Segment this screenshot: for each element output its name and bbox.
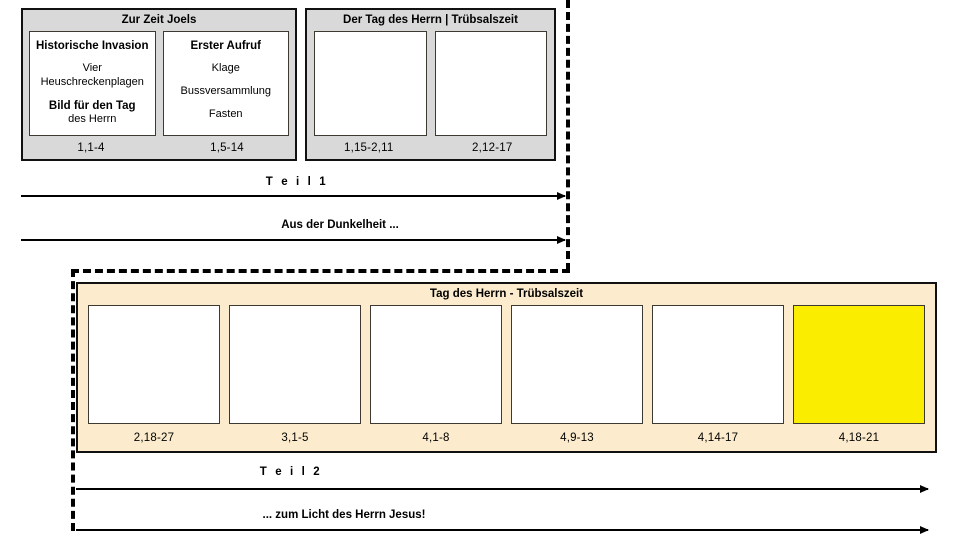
card-line-title: Erster Aufruf (190, 40, 262, 52)
card-line-subtitle-cont: des Herrn (68, 113, 117, 126)
card-empty (88, 305, 220, 424)
card-empty (229, 305, 361, 424)
card-line-detail: Bussversammlung (180, 85, 271, 98)
card-empty (314, 31, 427, 136)
panel-zur-zeit-joels-body: Historische Invasion Vier Heuschreckenpl… (23, 31, 295, 136)
panel-der-tag-des-herrn-footer: 1,15-2,11 2,12-17 (307, 136, 554, 159)
panel-zur-zeit-joels-header: Zur Zeit Joels (121, 14, 197, 27)
arrow-teil-1 (21, 191, 566, 200)
panel-der-tag-des-herrn-body (307, 31, 554, 136)
card-line-subtitle: Bild für den Tag (48, 99, 136, 112)
reference-label: 2,12-17 (472, 141, 513, 154)
dashed-connector-left-vertical (71, 269, 75, 531)
card-erster-aufruf: Erster Aufruf Klage Bussversammlung Fast… (162, 31, 289, 136)
arrow-label-aus-der-dunkelheit: Aus der Dunkelheit ... (281, 219, 399, 231)
reference-label: 4,14-17 (697, 431, 739, 444)
arrow-label-teil-2: T e i l 2 (259, 466, 323, 478)
arrow-teil-2 (76, 484, 929, 493)
card-empty (370, 305, 502, 424)
panel-der-tag-des-herrn: Der Tag des Herrn | Trübsalszeit 1,15-2,… (305, 8, 556, 161)
card-empty (434, 31, 547, 136)
card-line-detail: Fasten (208, 107, 243, 120)
card-empty (511, 305, 643, 424)
reference-label: 4,9-13 (560, 431, 594, 444)
card-line-title: Historische Invasion (36, 40, 149, 52)
panel-zur-zeit-joels-footer: 1,1-4 1,5-14 (23, 136, 295, 159)
dashed-connector-horizontal (71, 269, 570, 273)
reference-label: 1,5-14 (210, 141, 244, 154)
arrow-label-zum-licht: ... zum Licht des Herrn Jesus! (262, 509, 426, 521)
reference-label: 1,15-2,11 (343, 141, 394, 154)
card-line-detail: Vier Heuschreckenplagen (40, 62, 144, 89)
panel-der-tag-des-herrn-header: Der Tag des Herrn | Trübsalszeit (343, 14, 518, 27)
reference-label: 1,1-4 (77, 141, 105, 154)
panel-tag-des-herrn-truebsalszeit: Tag des Herrn - Trübsalszeit 2,18-27 3,1… (76, 282, 937, 453)
card-highlighted (793, 305, 925, 424)
reference-label: 4,1-8 (422, 431, 450, 444)
card-empty (652, 305, 784, 424)
card-line-detail: Klage (211, 62, 240, 75)
reference-label: 4,18-21 (838, 431, 880, 444)
panel-tag-des-herrn-truebsalszeit-footer: 2,18-27 3,1-5 4,1-8 4,9-13 4,14-17 4,18-… (78, 424, 935, 451)
panel-tag-des-herrn-truebsalszeit-body (78, 305, 935, 424)
dashed-connector-right-vertical (566, 0, 570, 271)
arrow-aus-der-dunkelheit (21, 235, 566, 244)
arrow-zum-licht (76, 525, 929, 534)
arrow-label-teil-1: T e i l 1 (265, 176, 329, 188)
card-historische-invasion: Historische Invasion Vier Heuschreckenpl… (29, 31, 156, 136)
reference-label: 3,1-5 (281, 431, 309, 444)
panel-tag-des-herrn-truebsalszeit-header: Tag des Herrn - Trübsalszeit (429, 288, 584, 301)
reference-label: 2,18-27 (133, 431, 175, 444)
panel-zur-zeit-joels: Zur Zeit Joels Historische Invasion Vier… (21, 8, 297, 161)
